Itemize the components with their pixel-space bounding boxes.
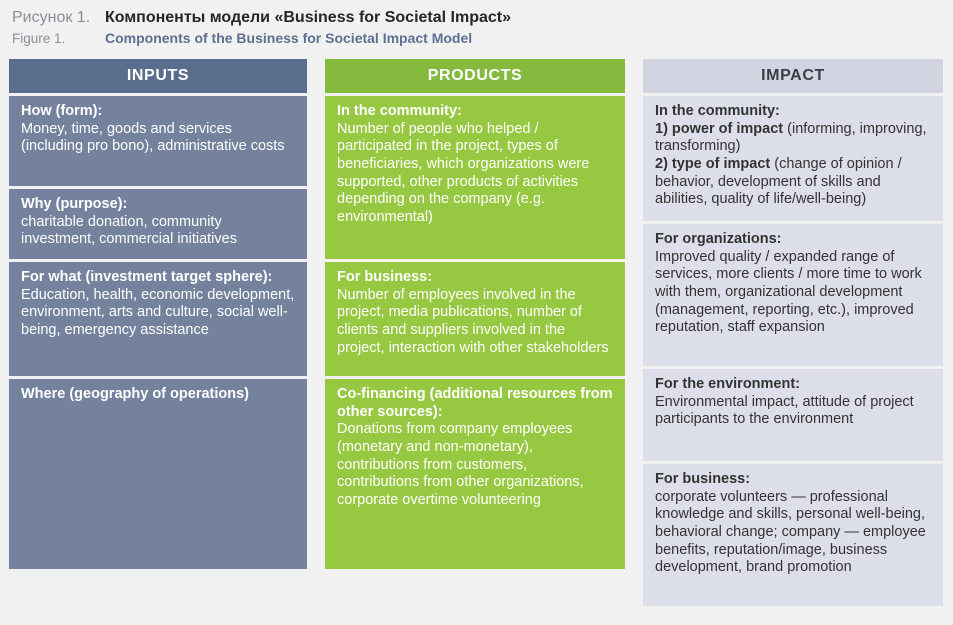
section-body: Improved quality / expanded range of ser… [655, 248, 922, 336]
section-title: For business: [337, 269, 433, 285]
products-column: PRODUCTS In the community: Number of peo… [325, 59, 625, 569]
section-body: corporate volunteers — professional know… [655, 488, 926, 576]
model-diagram: INPUTS How (form): Money, time, goods an… [0, 59, 953, 606]
impact-section-community: In the community: 1) power of impact (in… [643, 96, 943, 221]
section-body: Number of people who helped / participat… [337, 120, 590, 226]
figure-caption: Рисунок 1. Компоненты модели «Business f… [0, 0, 953, 46]
section-title: Why (purpose): [21, 196, 128, 212]
section-title: For business: [655, 471, 751, 487]
section-body: 1) power of impact (informing, improving… [655, 121, 931, 209]
products-section-cofinancing: Co-financing (additional resources from … [325, 379, 625, 569]
impact-type-text: (change of opinion / behavior, developme… [655, 156, 902, 208]
impact-type-label: 2) type of impact [655, 156, 771, 173]
figure-label-en: Figure 1. [12, 31, 66, 46]
section-body: Education, health, economic development,… [21, 286, 295, 339]
section-body: Donations from company employees (moneta… [337, 421, 584, 509]
section-title: Co-financing (additional resources from … [337, 386, 613, 420]
figure-caption-row-ru: Рисунок 1. Компоненты модели «Business f… [12, 9, 953, 27]
products-section-business: For business: Number of employees involv… [325, 262, 625, 376]
section-title: For the environment: [655, 376, 801, 392]
impact-section-environment: For the environment: Environmental impac… [643, 369, 943, 461]
inputs-section-how: How (form): Money, time, goods and servi… [9, 96, 307, 186]
impact-column: IMPACT In the community: 1) power of imp… [643, 59, 943, 606]
figure-title-en: Components of the Business for Societal … [105, 30, 473, 46]
inputs-section-where: Where (geography of operations) [9, 379, 307, 569]
impact-section-organizations: For organizations: Improved quality / ex… [643, 224, 943, 366]
inputs-column: INPUTS How (form): Money, time, goods an… [9, 59, 307, 569]
impact-section-business: For business: corporate volunteers — pro… [643, 464, 943, 606]
section-title: In the community: [337, 103, 462, 119]
section-body: charitable donation, community investmen… [21, 213, 237, 248]
section-title: For what (investment target sphere): [21, 269, 273, 285]
section-body: Environmental impact, attitude of projec… [655, 393, 914, 428]
section-title: For organizations: [655, 231, 782, 247]
impact-power-text: (informing, improving, transforming) [655, 120, 927, 155]
inputs-section-why: Why (purpose): charitable donation, comm… [9, 189, 307, 259]
section-title: Where (geography of operations) [21, 386, 249, 402]
products-section-community: In the community: Number of people who h… [325, 96, 625, 259]
section-title: In the community: [655, 103, 780, 119]
impact-column-header: IMPACT [643, 59, 943, 93]
inputs-section-for-what: For what (investment target sphere): Edu… [9, 262, 307, 376]
figure-caption-row-en: Figure 1. Components of the Business for… [12, 30, 953, 46]
products-column-header: PRODUCTS [325, 59, 625, 93]
section-body: Money, time, goods and services (includi… [21, 120, 285, 155]
impact-power-label: 1) power of impact [655, 120, 784, 137]
figure-label-ru: Рисунок 1. [12, 9, 91, 26]
section-title: How (form): [21, 103, 103, 119]
section-body: Number of employees involved in the proj… [337, 286, 609, 356]
figure-title-ru: Компоненты модели «Business for Societal… [105, 9, 511, 26]
inputs-column-header: INPUTS [9, 59, 307, 93]
